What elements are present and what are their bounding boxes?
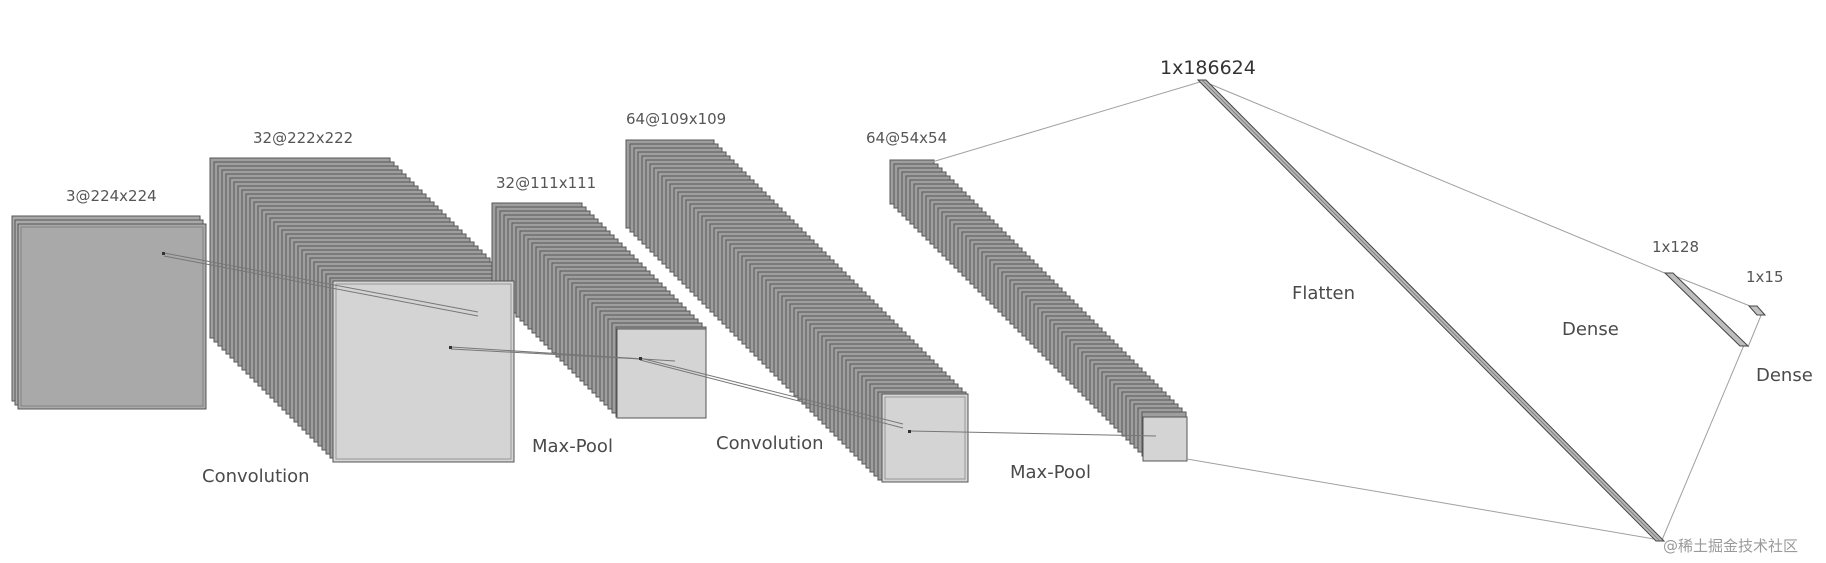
input-feature-maps <box>11 215 207 410</box>
dense1-vector <box>1663 272 1750 347</box>
fan-line <box>931 81 1201 163</box>
feature-map-stacks <box>11 139 1187 481</box>
layer-label-dense2: 1x15 <box>1746 268 1784 286</box>
layer-label-conv2: 64@109x109 <box>626 110 726 128</box>
watermark: @稀土掘金技术社区 <box>1663 537 1798 555</box>
layer-label-flatten: 1x186624 <box>1160 57 1256 79</box>
op-label-convolution-1: Convolution <box>202 466 310 487</box>
connector-line <box>450 348 641 360</box>
op-label-convolution-2: Convolution <box>716 433 824 454</box>
connector-dot <box>639 357 642 360</box>
connector-line <box>909 430 1157 437</box>
connector-line <box>163 252 479 313</box>
connector-line <box>639 357 904 425</box>
flatten-vector-edge <box>1201 79 1661 542</box>
conv1-kernel-window <box>332 280 515 463</box>
dense2-vector <box>1747 305 1767 316</box>
layer-label-dense1: 1x128 <box>1652 238 1699 256</box>
op-label-dense-1: Dense <box>1562 319 1619 340</box>
op-label-dense-2: Dense <box>1756 365 1813 386</box>
feature-map-sheet <box>17 223 207 410</box>
op-label-flatten: Flatten <box>1292 283 1355 304</box>
connector-lines <box>163 252 1157 437</box>
op-label-max-pool-2: Max-Pool <box>1010 462 1091 483</box>
fan-line <box>1661 344 1745 541</box>
layer-label-pool1: 32@111x111 <box>496 174 596 192</box>
conv1-kernel-window-inner <box>335 283 512 460</box>
conv2-feature-maps <box>625 139 967 481</box>
connector-line <box>163 255 479 317</box>
fan-line <box>1669 273 1751 307</box>
connector-dots <box>162 252 911 433</box>
fan-line <box>1204 81 1668 275</box>
fan-line <box>1186 458 1661 541</box>
layer-label-input: 3@224x224 <box>66 187 157 205</box>
connector-dot <box>162 252 165 255</box>
feature-map-inner-border <box>20 226 204 407</box>
conv2-kernel-window <box>881 393 969 483</box>
connector-dot <box>449 346 452 349</box>
conv2-kernel-window-inner <box>884 396 966 480</box>
connector-dot <box>908 430 911 433</box>
pool2-window <box>1142 416 1188 462</box>
fan-lines <box>931 81 1763 541</box>
layer-label-pool2: 64@54x54 <box>866 129 947 147</box>
layer-label-conv1: 32@222x222 <box>253 129 353 147</box>
connector-line <box>639 359 904 429</box>
op-label-max-pool-1: Max-Pool <box>532 436 613 457</box>
fan-line <box>1747 312 1763 348</box>
